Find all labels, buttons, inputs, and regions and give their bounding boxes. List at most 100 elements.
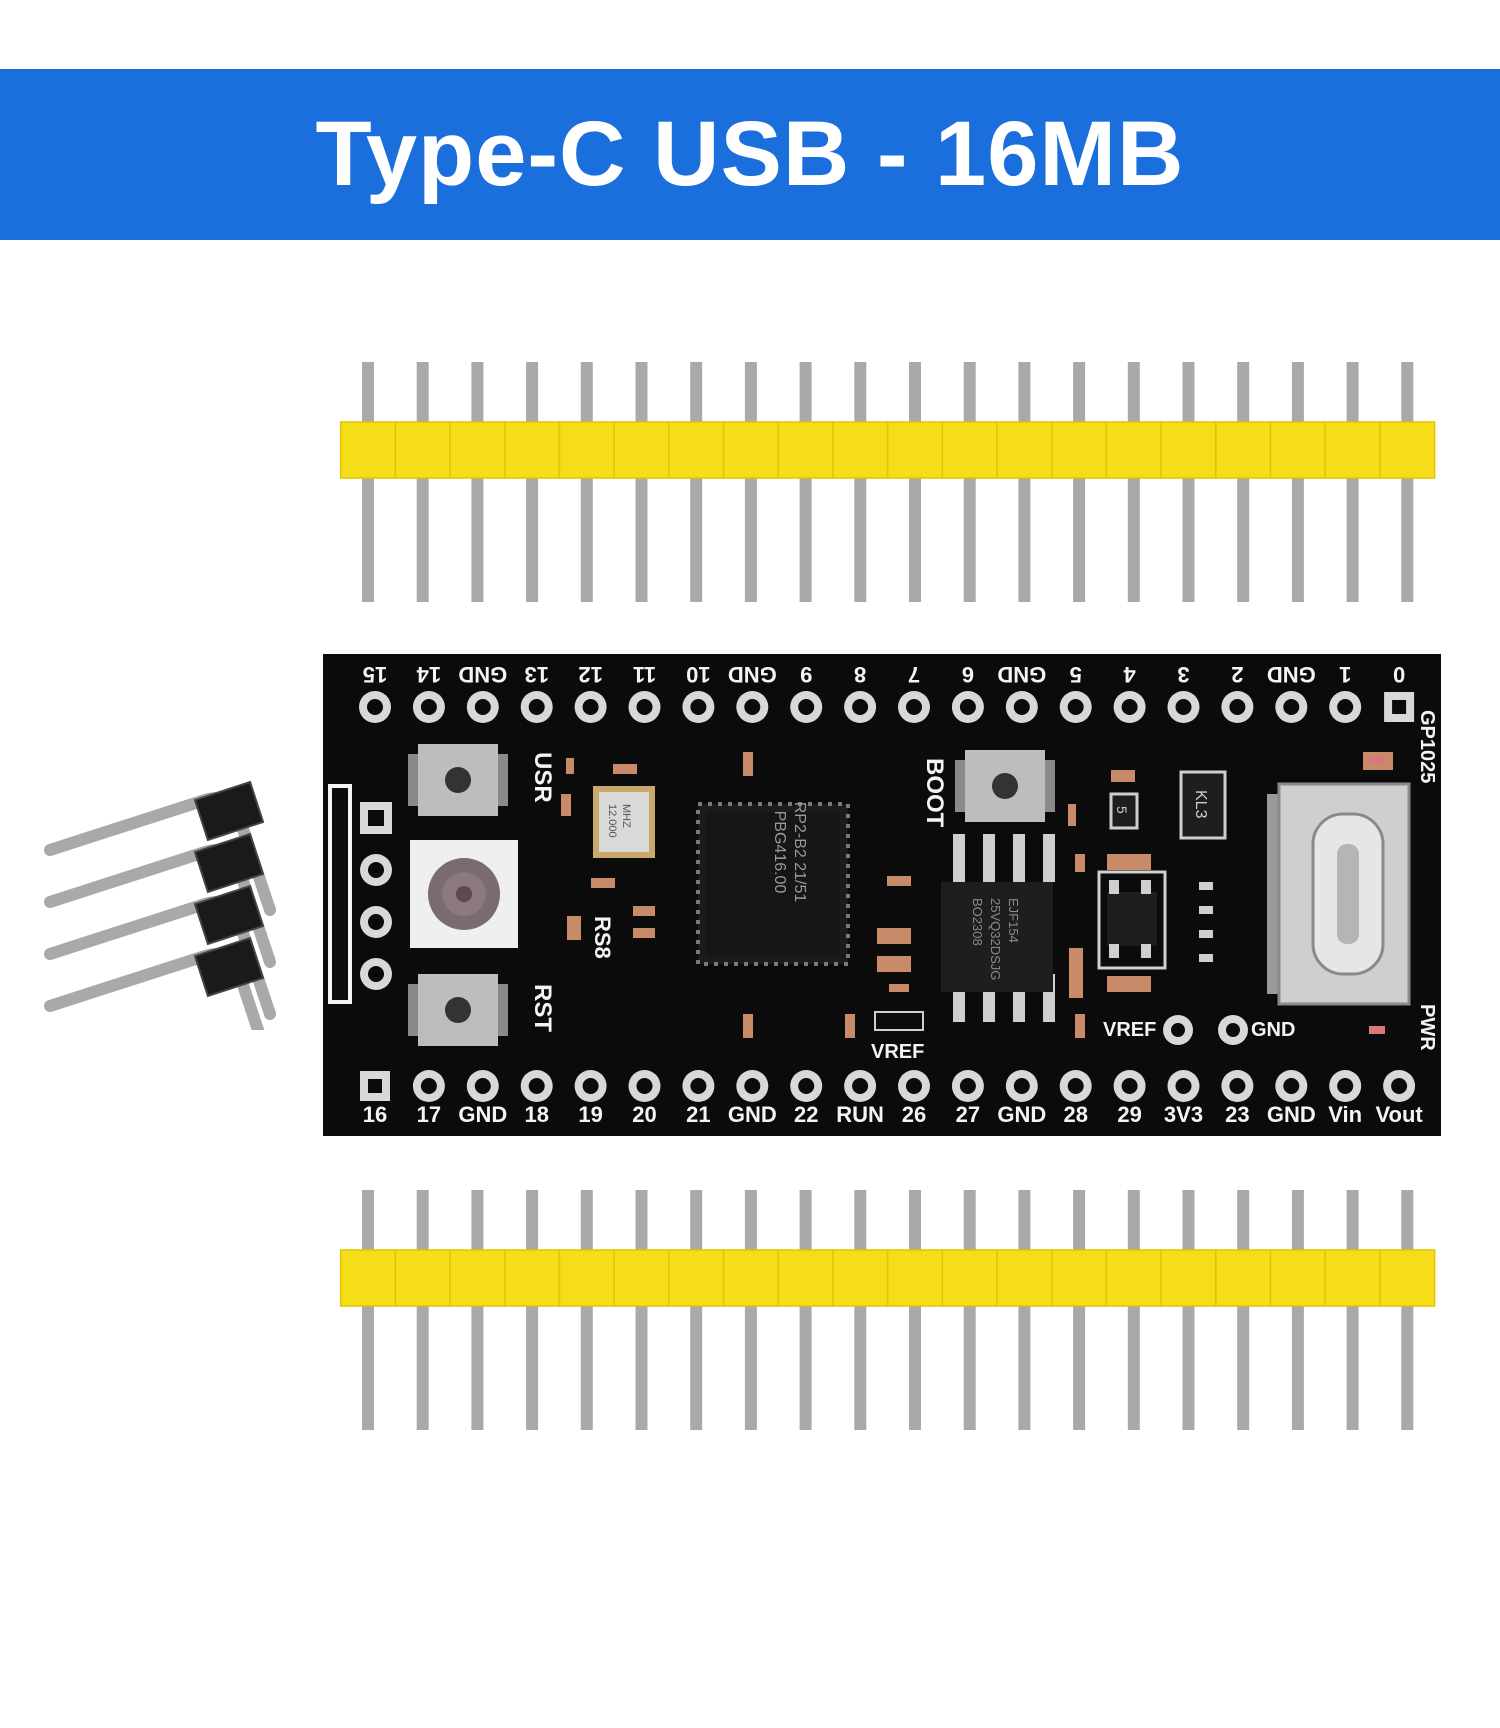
usb-c-connector xyxy=(1267,782,1411,1006)
header-pin xyxy=(799,362,812,602)
header-pin xyxy=(362,1190,374,1430)
vref-left-label: VREF xyxy=(871,1041,924,1063)
right-angle-plastic xyxy=(193,884,265,946)
rgb-led xyxy=(410,840,518,948)
header-pin xyxy=(1018,1190,1031,1430)
header-pin xyxy=(526,1190,539,1430)
resistor-label: 5 xyxy=(1114,806,1130,814)
header-pin xyxy=(635,1190,648,1430)
top-pin-label: 5 xyxy=(1070,662,1082,687)
header-pin xyxy=(1237,1190,1250,1430)
header-pin xyxy=(1401,1190,1414,1430)
flash-line-2: 25VQ32DSJG xyxy=(988,898,1003,980)
top-pin-label: 7 xyxy=(908,662,920,687)
right-angle-plastic xyxy=(193,832,265,894)
right-angle-plastic xyxy=(193,780,265,842)
smd-components xyxy=(561,752,1395,1038)
right-angle-plastic xyxy=(193,936,265,998)
header-pin xyxy=(1346,1190,1359,1430)
mcu-line-1: RP2-B2 21/51 xyxy=(791,802,808,903)
header-pin xyxy=(471,362,484,602)
header-pin xyxy=(909,1190,921,1430)
header-pin xyxy=(963,1190,976,1430)
top-pin-label: 14 xyxy=(416,662,441,687)
top-pin-label: 8 xyxy=(854,662,866,687)
header-pin xyxy=(1127,362,1140,602)
header-pin xyxy=(963,362,976,602)
header-pin xyxy=(1182,362,1195,602)
top-pin-label: 15 xyxy=(363,662,387,687)
bottom-pin-label: 3V3 xyxy=(1164,1102,1203,1127)
right-angle-pin-header xyxy=(44,780,276,1030)
bottom-pin-label: 21 xyxy=(686,1102,710,1127)
rs8-label: RS8 xyxy=(590,916,615,959)
flash-line-3: EJF154 xyxy=(1006,898,1021,943)
top-pin-label: 11 xyxy=(633,662,656,687)
swd-pads xyxy=(360,802,392,990)
top-pin-label: GND xyxy=(728,662,777,687)
smd-array xyxy=(1199,882,1213,962)
pwr-label: PWR xyxy=(1416,1004,1438,1051)
resistor-5: 5 xyxy=(1109,792,1139,830)
bottom-pin-label: GND xyxy=(728,1102,777,1127)
flash-line-1: BO2308 xyxy=(970,898,985,946)
bottom-pin-label: GND xyxy=(1267,1102,1316,1127)
header-pin xyxy=(635,362,648,602)
header-pin xyxy=(362,362,374,602)
bottom-pin-label: GND xyxy=(458,1102,507,1127)
regulator-kl3: KL3 xyxy=(1179,770,1227,840)
header-pin xyxy=(1182,1190,1195,1430)
status-leds xyxy=(1369,756,1385,1034)
header-plastic xyxy=(339,421,1436,479)
top-pin-label: 13 xyxy=(524,662,548,687)
header-pin xyxy=(799,1190,812,1430)
bottom-pin-label: 18 xyxy=(524,1102,548,1127)
header-pin xyxy=(690,362,703,602)
bottom-pin-label: 19 xyxy=(578,1102,602,1127)
vref-right-label: VREF xyxy=(1103,1019,1156,1041)
rp2040-chip: RP2-B2 21/51 PBG416.00 xyxy=(696,802,850,966)
top-pin-label: 0 xyxy=(1393,662,1405,687)
top-pin-label: 2 xyxy=(1231,662,1243,687)
header-pin xyxy=(1291,362,1304,602)
rst-label: RST xyxy=(529,984,556,1032)
bottom-pin-label: Vin xyxy=(1328,1102,1362,1127)
top-pin-label: 12 xyxy=(578,662,602,687)
bottom-pin-label: GND xyxy=(997,1102,1046,1127)
bottom-pin-label: RUN xyxy=(836,1102,884,1127)
boot-button xyxy=(955,750,1055,822)
bottom-pin-label: 29 xyxy=(1117,1102,1141,1127)
header-plastic xyxy=(339,1249,1436,1307)
header-pin xyxy=(526,362,539,602)
header-pin xyxy=(580,362,593,602)
header-pin xyxy=(1127,1190,1140,1430)
boot-label: BOOT xyxy=(921,758,948,828)
usr-button xyxy=(408,744,508,816)
bottom-pin-label: 20 xyxy=(632,1102,656,1127)
gnd-right-label: GND xyxy=(1251,1019,1295,1041)
pin-header-top xyxy=(339,362,1436,602)
crystal-oscillator: 12.000 MHZ xyxy=(593,786,655,858)
top-pin-label: GND xyxy=(997,662,1046,687)
flash-chip: BO2308 25VQ32DSJG EJF154 xyxy=(941,834,1055,1022)
header-pin xyxy=(471,1190,484,1430)
header-pin xyxy=(854,362,867,602)
bottom-pin-label: 26 xyxy=(902,1102,926,1127)
banner-title: Type-C USB - 16MB xyxy=(315,103,1185,205)
usr-label: USR xyxy=(529,752,556,803)
header-pin xyxy=(416,1190,429,1430)
bottom-pin-label: 16 xyxy=(363,1102,387,1127)
header-pin xyxy=(1346,362,1359,602)
top-pin-label: 6 xyxy=(962,662,974,687)
top-pin-pads xyxy=(359,691,1415,723)
top-pin-label: GND xyxy=(1267,662,1316,687)
header-pin xyxy=(416,362,429,602)
header-pin xyxy=(744,362,757,602)
bottom-pin-label: 17 xyxy=(417,1102,441,1127)
top-pin-label: 3 xyxy=(1177,662,1189,687)
top-pin-label: GND xyxy=(458,662,507,687)
header-pin xyxy=(1291,1190,1304,1430)
